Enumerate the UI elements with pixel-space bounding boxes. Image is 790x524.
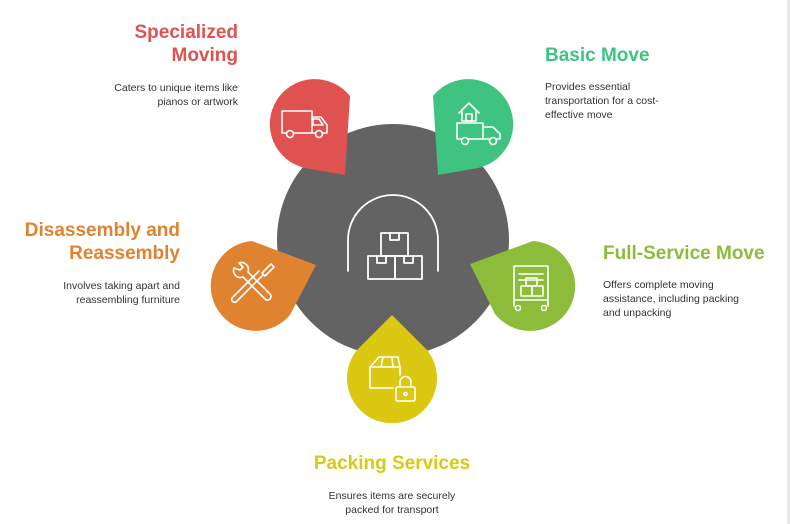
basic-description: Provides essential transportation for a … <box>545 80 659 122</box>
moving-truck-icon <box>281 110 328 139</box>
disassembly-drop <box>210 241 316 331</box>
packing-desc-line1: Ensures items are securely <box>328 490 456 502</box>
specialized-description: Caters to unique items like pianos or ar… <box>114 81 238 109</box>
packing-desc-line2: packed for transport <box>345 504 439 516</box>
basic-title: Basic Move <box>545 45 650 66</box>
disassembly-desc-line1: Involves taking apart and <box>63 280 180 292</box>
packing-description: Ensures items are securely packed for tr… <box>292 489 492 517</box>
disassembly-title: Disassembly and Reassembly <box>25 219 180 265</box>
disassembly-description: Involves taking apart and reassembling f… <box>63 279 180 307</box>
basic-desc-line3: effective move <box>545 109 613 121</box>
full-service-description: Offers complete moving assistance, inclu… <box>603 278 739 320</box>
house-truck-icon <box>456 102 501 146</box>
specialized-desc-line2: pianos or artwork <box>157 96 238 108</box>
full-service-desc-line1: Offers complete moving <box>603 279 714 291</box>
basic-desc-line2: transportation for a cost- <box>545 95 659 107</box>
box-lock-icon <box>369 356 416 402</box>
scrollbar[interactable] <box>787 0 790 524</box>
specialized-title-line1: Specialized <box>134 22 239 43</box>
specialized-title: Specialized Moving <box>135 21 239 67</box>
specialized-desc-line1: Caters to unique items like <box>114 82 238 94</box>
specialized-drop <box>269 79 350 175</box>
full-service-desc-line2: assistance, including packing <box>603 293 739 305</box>
disassembly-title-line2: Reassembly <box>69 243 180 264</box>
box-stack-icon <box>347 194 439 280</box>
disassembly-title-line1: Disassembly and <box>24 220 180 241</box>
tools-icon <box>230 261 275 304</box>
basic-desc-line1: Provides essential <box>545 81 631 93</box>
basic-drop <box>433 79 514 175</box>
specialized-title-line2: Moving <box>171 45 239 66</box>
packing-title: Packing Services <box>313 453 471 474</box>
hand-truck-icon <box>513 265 549 312</box>
full-service-title: Full-Service Move <box>603 243 765 264</box>
disassembly-desc-line2: reassembling furniture <box>76 294 180 306</box>
full-service-desc-line3: and unpacking <box>603 307 672 319</box>
